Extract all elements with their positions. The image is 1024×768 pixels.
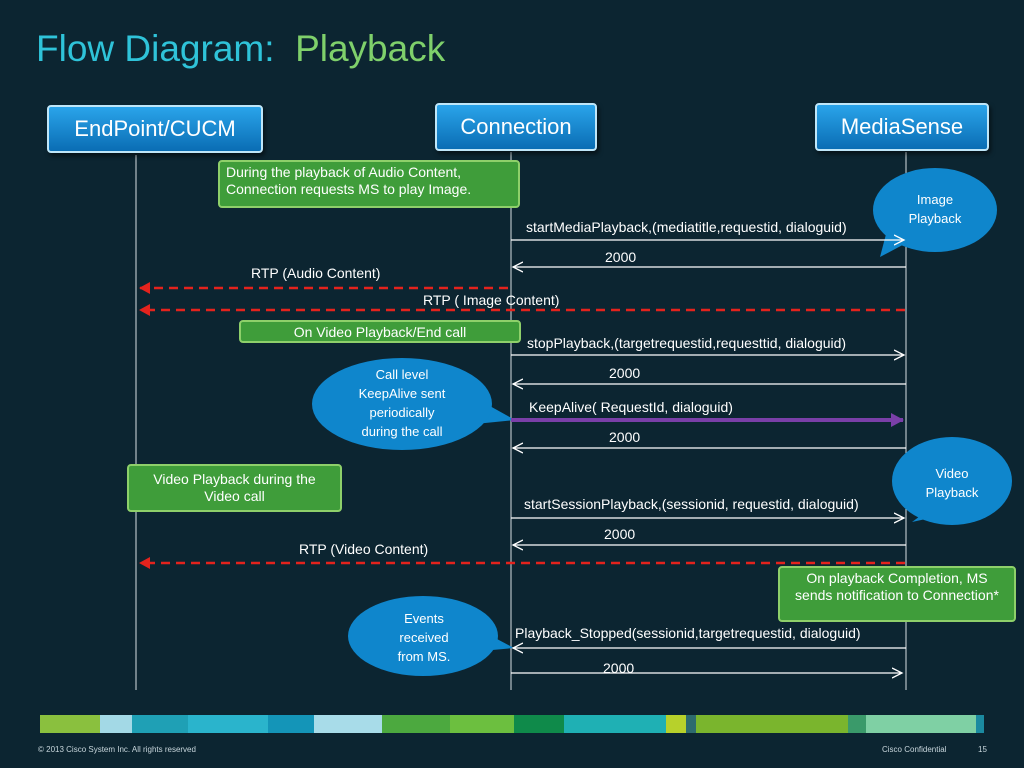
color-bar-segment	[848, 715, 866, 733]
note-during-playback: During the playback of Audio Content, Co…	[218, 160, 520, 208]
bubble-line: during the call	[361, 424, 443, 439]
footer-confidential: Cisco Confidential	[882, 745, 947, 754]
actor-mediasense: MediaSense	[815, 103, 989, 151]
title-main: Flow Diagram:	[36, 28, 275, 69]
title-accent: Playback	[295, 28, 446, 69]
label-start-media: startMediaPlayback,(mediatitle,requestid…	[526, 219, 847, 235]
bubble-events-text: Events received from MS.	[374, 609, 474, 666]
label-resp3: 2000	[609, 429, 641, 445]
note-video-end: On Video Playback/End call	[239, 320, 521, 343]
label-start-session: startSessionPlayback,(sessionid, request…	[524, 496, 859, 512]
bubble-line: Events	[404, 611, 444, 626]
note-completion: On playback Completion, MS sends notific…	[778, 566, 1016, 622]
bubble-video-playback-text: Video Playback	[902, 464, 1002, 502]
slide-title: Flow Diagram: Playback	[36, 28, 445, 70]
label-resp1: 2000	[605, 249, 637, 265]
color-bar-segment	[866, 715, 976, 733]
color-bar-segment	[564, 715, 666, 733]
bubble-keepalive-text: Call level KeepAlive sent periodically d…	[342, 365, 462, 441]
color-bar-segment	[686, 715, 696, 733]
actor-connection: Connection	[435, 103, 597, 151]
events-bubble	[348, 596, 514, 676]
bubble-image-playback-text: Image Playback	[885, 190, 985, 228]
note-video-during-call: Video Playback during the Video call	[127, 464, 342, 512]
label-stop-playback: stopPlayback,(targetrequestid,requesttid…	[527, 335, 847, 351]
footer-page-number: 15	[978, 745, 987, 754]
color-bar-segment	[268, 715, 314, 733]
bubble-line: from MS.	[397, 649, 451, 664]
color-bar-segment	[314, 715, 382, 733]
bubble-line: Video	[935, 466, 969, 481]
video-playback-bubble	[892, 437, 1012, 525]
label-resp5: 2000	[603, 660, 635, 676]
label-resp4: 2000	[604, 526, 636, 542]
bubble-line: Call level	[375, 367, 429, 382]
bubble-line: periodically	[369, 405, 435, 420]
color-bar-segment	[100, 715, 132, 733]
bubble-line: received	[399, 630, 449, 645]
bubble-line: KeepAlive sent	[358, 386, 446, 401]
bubble-line: Image	[916, 192, 954, 207]
color-bar-segment	[382, 715, 450, 733]
actor-endpoint: EndPoint/CUCM	[47, 105, 263, 153]
color-bar-segment	[40, 715, 100, 733]
keepalive-bubble	[312, 358, 515, 450]
label-rtp-video: RTP (Video Content)	[299, 541, 429, 557]
color-bar-segment	[976, 715, 984, 733]
color-bar-segment	[450, 715, 514, 733]
color-bar-segment	[666, 715, 686, 733]
color-bar-segment	[514, 715, 564, 733]
color-bar-segment	[132, 715, 188, 733]
footer-copyright: © 2013 Cisco System Inc. All rights rese…	[38, 745, 196, 754]
label-keepalive: KeepAlive( RequestId, dialoguid)	[529, 399, 733, 415]
label-rtp-image: RTP ( Image Content)	[423, 292, 560, 308]
bubble-line: Playback	[908, 211, 962, 226]
label-rtp-audio: RTP (Audio Content)	[251, 265, 381, 281]
label-resp2: 2000	[609, 365, 641, 381]
color-bar-segment	[696, 715, 848, 733]
label-playback-stopped: Playback_Stopped(sessionid,targetrequest…	[515, 625, 861, 641]
color-bar-segment	[188, 715, 268, 733]
bubble-line: Playback	[925, 485, 979, 500]
